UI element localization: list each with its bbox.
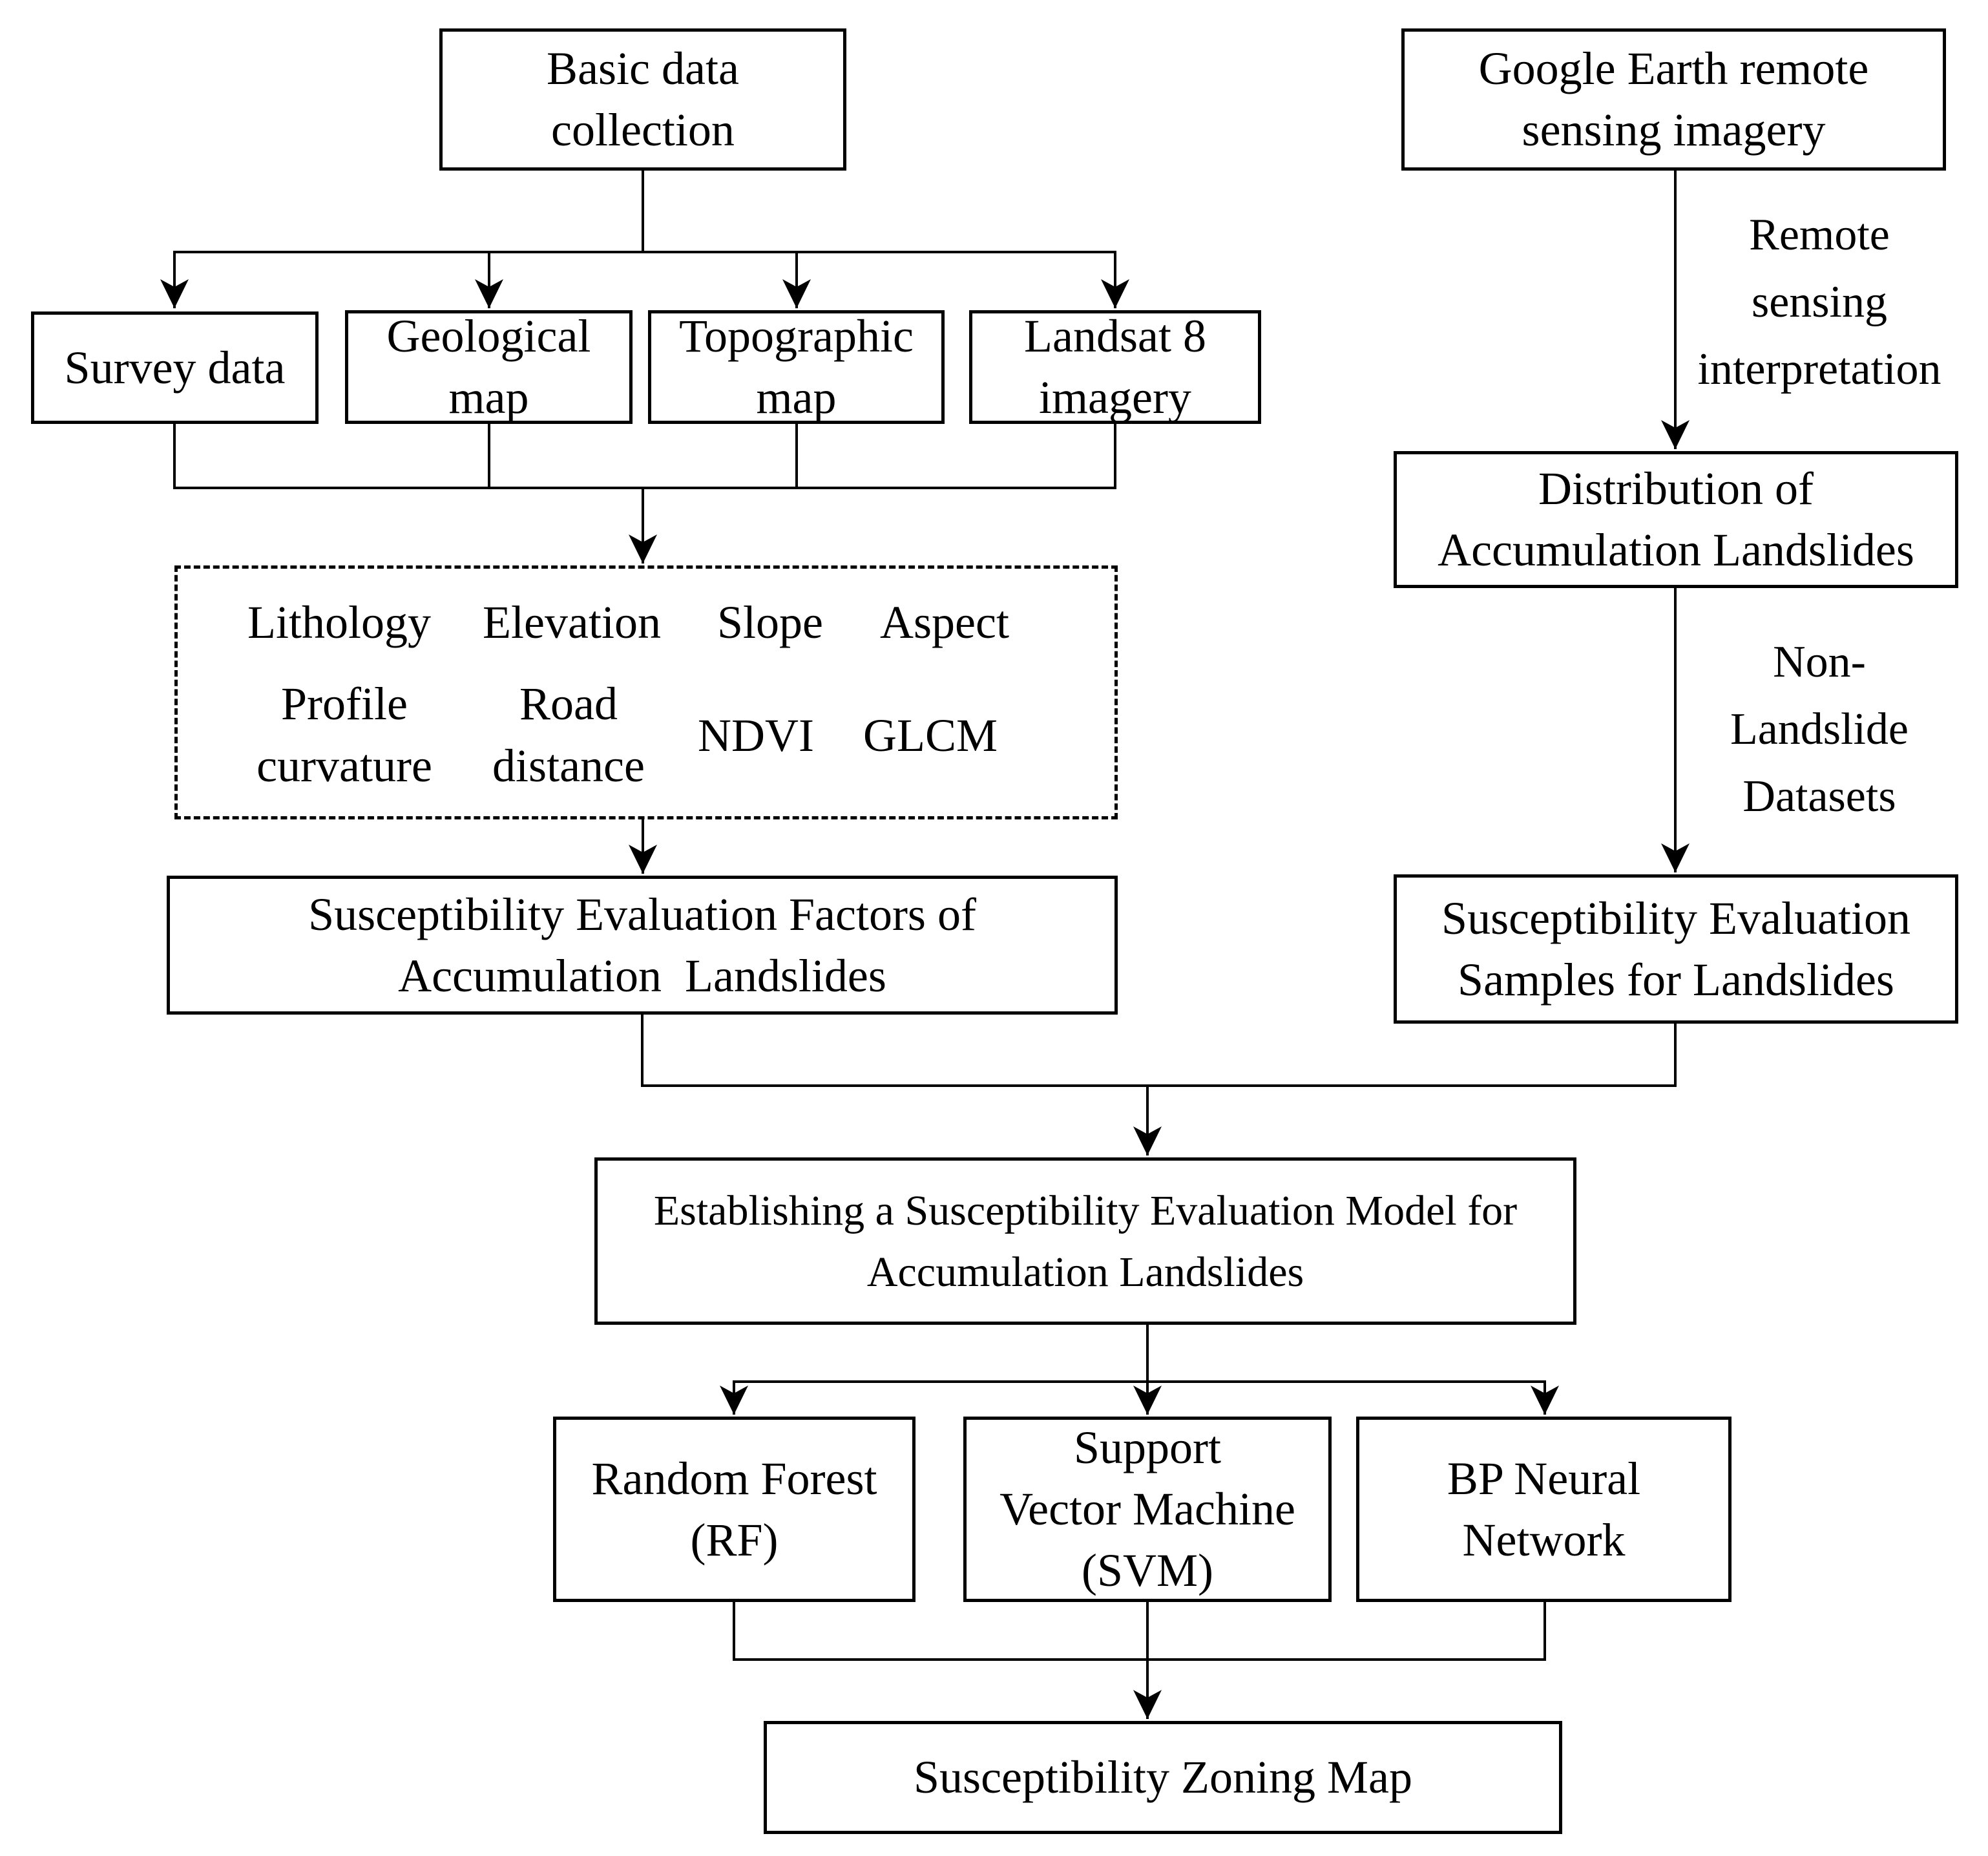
node-establishing-model: Establishing a Susceptibility Evaluation… (594, 1157, 1576, 1325)
establishing-model-label: Establishing a Susceptibility Evaluation… (653, 1186, 1518, 1296)
node-topographic-map: Topographic map (648, 310, 945, 424)
factor-profile-curvature: Profile curvature (256, 678, 432, 792)
node-google-earth-imagery: Google Earth remote sensing imagery (1401, 28, 1946, 171)
node-landsat-8-imagery: Landsat 8 imagery (969, 310, 1261, 424)
support-vector-machine-label: Support Vector Machine (SVM) (999, 1422, 1295, 1596)
node-random-forest: Random Forest (RF) (553, 1417, 916, 1602)
google-earth-imagery-label: Google Earth remote sensing imagery (1478, 43, 1869, 156)
node-geological-map: Geological map (345, 310, 633, 424)
factor-aspect: Aspect (880, 596, 1009, 648)
node-survey-data: Survey data (31, 311, 319, 424)
node-evaluation-factor-group: Lithology Elevation Slope Aspect Profile… (174, 565, 1118, 819)
node-susceptibility-evaluation-factors: Susceptibility Evaluation Factors of Acc… (167, 876, 1118, 1015)
factor-glcm: GLCM (863, 710, 998, 761)
factor-elevation: Elevation (483, 596, 661, 648)
factor-ndvi: NDVI (698, 710, 814, 761)
node-susceptibility-zoning-map: Susceptibility Zoning Map (764, 1721, 1562, 1834)
survey-data-label: Survey data (64, 341, 286, 394)
landsat-8-imagery-label: Landsat 8 imagery (1024, 310, 1206, 423)
node-basic-data-collection: Basic data collection (439, 28, 846, 171)
topographic-map-label: Topographic map (679, 310, 914, 423)
node-distribution-of-accumulation-landslides: Distribution of Accumulation Landslides (1394, 451, 1958, 588)
factor-road-distance: Road distance (492, 678, 645, 792)
edge-label-remote-sensing-interpretation: Remote sensing interpretation (1697, 210, 1941, 394)
samples-label: Susceptibility Evaluation Samples for La… (1441, 892, 1910, 1006)
random-forest-label: Random Forest (RF) (591, 1452, 877, 1566)
node-bp-neural-network: BP Neural Network (1356, 1417, 1732, 1602)
factor-lithology: Lithology (247, 596, 431, 648)
geological-map-label: Geological map (386, 310, 591, 423)
node-support-vector-machine: Support Vector Machine (SVM) (963, 1417, 1332, 1602)
bp-neural-network-label: BP Neural Network (1447, 1452, 1641, 1566)
susceptibility-evaluation-factors-label: Susceptibility Evaluation Factors of Acc… (308, 888, 976, 1002)
node-susceptibility-evaluation-samples: Susceptibility Evaluation Samples for La… (1394, 874, 1958, 1024)
edge-label-non-landslide-datasets: Non- Landslide Datasets (1730, 637, 1909, 821)
factor-slope: Slope (717, 596, 824, 648)
basic-data-collection-label: Basic data collection (547, 43, 739, 156)
distribution-label: Distribution of Accumulation Landslides (1438, 463, 1914, 576)
susceptibility-zoning-map-label: Susceptibility Zoning Map (914, 1751, 1412, 1803)
